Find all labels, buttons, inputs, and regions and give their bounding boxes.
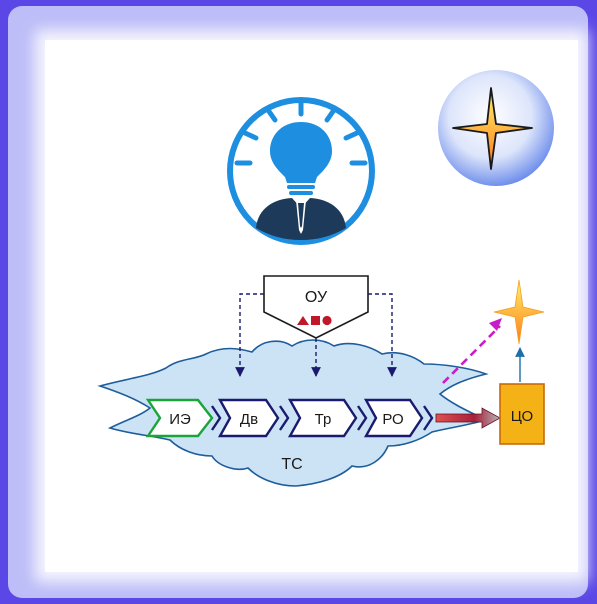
engine-block: Дв — [217, 398, 280, 438]
goal-object-label: ЦО — [511, 408, 533, 425]
energy-source-label: ИЭ — [169, 411, 191, 428]
control-block-label: ОУ — [305, 289, 328, 306]
control-block: ОУ — [263, 275, 369, 339]
working-organ-block: РО — [363, 398, 424, 438]
energy-source-block: ИЭ — [145, 398, 214, 438]
control-links — [235, 293, 397, 377]
four-pointed-star-icon — [438, 70, 554, 186]
working-organ-label: РО — [382, 411, 403, 428]
flow-arrow — [211, 405, 222, 431]
flow-arrow — [279, 405, 290, 431]
goal-object-block: ЦО — [499, 383, 545, 445]
flow-arrow — [423, 405, 434, 431]
goal-dashed-link — [442, 325, 501, 384]
goal-arrow — [435, 407, 501, 429]
transmission-label: Тр — [315, 411, 332, 428]
system-label: ТС — [281, 456, 302, 473]
flow-arrow — [357, 405, 368, 431]
transmission-block: Тр — [287, 398, 358, 438]
engine-label: Дв — [240, 411, 258, 428]
lightbulb-person-icon — [227, 97, 375, 245]
control-shapes-icon — [297, 315, 332, 326]
goal-dashed-link-head — [489, 318, 502, 331]
goal-star-icon — [493, 279, 545, 345]
